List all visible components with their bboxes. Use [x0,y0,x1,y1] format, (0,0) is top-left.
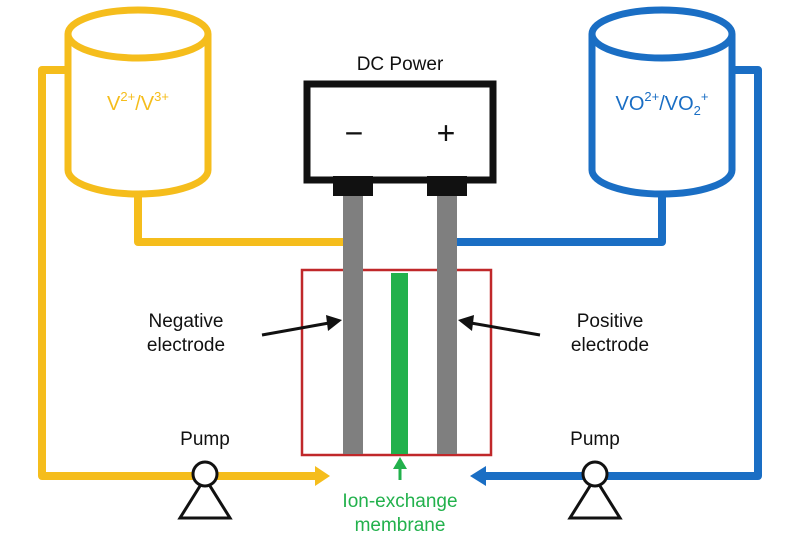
left-tank-label: V2+/V3+ [107,89,169,115]
negative-electrode-label-line1: Negative [149,311,224,332]
dc-power-title: DC Power [357,54,444,75]
left-pump-rotor [191,460,219,488]
right-pump-icon [567,460,623,520]
left-tank-label-sup2: 3+ [154,89,169,104]
right-pump-base [567,475,623,520]
right-tank-label: VO2+/VO2+ [615,89,708,118]
membrane-label-line1: Ion-exchange [342,491,457,512]
left-tank-top [64,6,212,62]
negative-electrode-label: Negative electrode [147,311,225,356]
right-tank-top [588,6,736,62]
left-tank-body [64,34,212,198]
left-pump-base [177,475,233,520]
left-pump-label: Pump [180,429,230,450]
right-tank [588,6,736,198]
left-tank-label-mid: /V [135,93,155,115]
left-tank [64,6,212,198]
positive-electrode-pointer-head [458,315,474,331]
right-feed-pipe [484,66,762,480]
positive-electrode-label: Positive electrode [571,311,649,356]
right-return-pipe [443,190,666,270]
negative-sign: − [345,115,364,151]
dc-power-box [303,80,497,184]
negative-terminal [333,176,373,196]
membrane-label: Ion-exchange membrane [342,491,457,536]
right-tank-label-mid: /VO [659,93,693,115]
right-tank-label-sup2: + [701,89,709,104]
negative-electrode-label-line2: electrode [147,335,225,356]
left-pump-icon [177,460,233,520]
negative-electrode-pointer [261,321,330,337]
left-tank-label-base: V [107,93,121,115]
negative-electrode [343,196,363,454]
negative-electrode-pointer-head [326,315,342,331]
right-pump-label: Pump [570,429,620,450]
right-tank-body [588,34,736,198]
positive-electrode-label-line1: Positive [577,311,644,332]
left-tank-label-sup1: 2+ [120,89,135,104]
right-tank-label-base: VO [615,93,644,115]
membrane-pointer-head [393,457,407,469]
ion-exchange-membrane [391,273,408,454]
positive-electrode [437,196,457,454]
right-tank-label-sup1: 2+ [644,89,659,104]
left-feed-pipe [38,66,318,480]
membrane-label-line2: membrane [355,515,446,536]
left-return-pipe [134,190,357,270]
right-tank-label-sub: 2 [694,103,701,118]
positive-electrode-label-line2: electrode [571,335,649,356]
left-flow-arrowhead [315,466,330,486]
right-flow-arrowhead [470,466,486,486]
positive-terminal [427,176,467,196]
positive-sign: + [437,115,456,151]
positive-electrode-pointer [470,321,541,337]
right-pump-rotor [581,460,609,488]
